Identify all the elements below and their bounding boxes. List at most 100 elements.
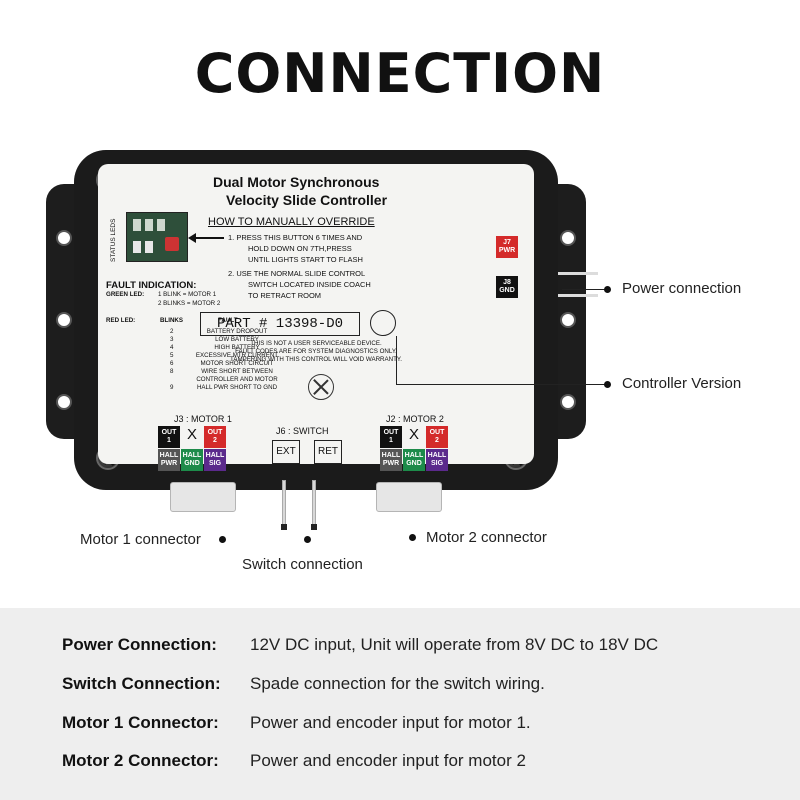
callout-motor1: Motor 1 connector [80, 531, 201, 548]
switch-spade-wire [312, 480, 316, 528]
override-step: SWITCH LOCATED INSIDE COACH [248, 280, 371, 289]
callout-dot [304, 536, 311, 543]
tag-text: PWR [498, 247, 516, 254]
led-chip [133, 219, 141, 231]
spec-value: Power and encoder input for motor 2 [250, 751, 526, 770]
override-button[interactable] [165, 237, 179, 251]
motor1-plug [170, 482, 236, 512]
blinks-header: BLINKS [160, 317, 184, 324]
fault-title: FAULT INDICATION: [106, 280, 197, 291]
spec-row: Switch Connection: Spade connection for … [62, 674, 782, 698]
fault-header: FAULT [218, 317, 238, 324]
status-leds-label: STATUS LEDS [110, 218, 117, 262]
callout-dot [409, 534, 416, 541]
spec-table: Power Connection: 12V DC input, Unit wil… [0, 608, 800, 800]
spade-tip [311, 524, 317, 530]
switch-ext-terminal: EXT [272, 440, 300, 464]
device-title-line2: Velocity Slide Controller [226, 192, 388, 208]
callout-switch: Switch connection [242, 556, 363, 573]
mounting-hole [56, 312, 72, 328]
headline: CONNECTION [194, 42, 606, 105]
device-title-line1: Dual Motor Synchronous [213, 174, 380, 190]
green-led-label: GREEN LED: [106, 291, 145, 298]
callout-controller: Controller Version [622, 375, 742, 392]
callout-dot [219, 536, 226, 543]
j3-motor1-label: J3 : MOTOR 1 [174, 414, 232, 424]
switch-ret-terminal: RET [314, 440, 342, 464]
controller-device: Dual Motor Synchronous Velocity Slide Co… [46, 150, 598, 530]
override-title: HOW TO MANUALLY OVERRIDE [208, 216, 375, 228]
j7-pwr-tag: J7 PWR [496, 236, 518, 258]
override-step: UNTIL LIGHTS START TO FLASH [248, 255, 363, 264]
red-led-label: RED LED: [106, 317, 136, 324]
mounting-hole [56, 394, 72, 410]
override-step: 1. PRESS THIS BUTTON 6 TIMES AND [228, 233, 363, 242]
arrow-left-icon [188, 233, 196, 243]
dip-switch [133, 241, 141, 253]
switch-spade-wire [282, 480, 286, 528]
tag-text: GND [499, 287, 515, 294]
spec-value: 12V DC input, Unit will operate from 8V … [250, 635, 659, 654]
crossed-circle-icon [308, 374, 334, 400]
spec-label: Power Connection: [62, 635, 217, 654]
spec-row: Power Connection: 12V DC input, Unit wil… [62, 635, 782, 659]
callout-power: Power connection [622, 280, 742, 297]
spec-label: Motor 1 Connector: [62, 713, 219, 732]
spec-label: Switch Connection: [62, 674, 221, 693]
motor2-plug [376, 482, 442, 512]
mounting-hole [560, 394, 576, 410]
green-led-line: 2 BLINKS = MOTOR 2 [158, 300, 221, 307]
spec-value: Spade connection for the switch wiring. [250, 674, 545, 693]
led-chip [157, 219, 165, 231]
j2-motor2-label: J2 : MOTOR 2 [386, 414, 444, 424]
spec-row: Motor 2 Connector: Power and encoder inp… [62, 751, 782, 775]
power-leader-line [562, 289, 606, 290]
part-number: PART # 13398-D0 [200, 312, 360, 336]
callout-motor2: Motor 2 connector [426, 529, 547, 546]
override-step: HOLD DOWN ON 7TH,PRESS [248, 244, 352, 253]
gnd-wire [558, 294, 598, 297]
override-step: TO RETRACT ROOM [248, 291, 322, 300]
arrow-line [194, 237, 224, 239]
power-wire [558, 272, 598, 275]
pin-x: X [181, 426, 203, 448]
dip-switch [145, 241, 153, 253]
pin-x: X [403, 426, 425, 448]
controller-leader-horizontal [396, 384, 606, 385]
spec-label: Motor 2 Connector: [62, 751, 219, 770]
controller-leader-vertical [396, 336, 397, 384]
mounting-hole [560, 312, 576, 328]
green-led-line: 1 BLINK = MOTOR 1 [158, 291, 217, 298]
mounting-hole [56, 230, 72, 246]
spade-tip [281, 524, 287, 530]
callout-dot [604, 286, 611, 293]
led-chip [145, 219, 153, 231]
mounting-hole [560, 230, 576, 246]
spec-value: Power and encoder input for motor 1. [250, 713, 531, 732]
status-led-board [126, 212, 188, 262]
override-step: 2. USE THE NORMAL SLIDE CONTROL [228, 269, 366, 278]
fault-code-row: CONTROLLER AND MOTOR [196, 376, 278, 383]
j6-switch-label: J6 : SWITCH [276, 426, 329, 436]
tag-text: J7 [503, 239, 511, 246]
tag-text: J8 [503, 279, 511, 286]
